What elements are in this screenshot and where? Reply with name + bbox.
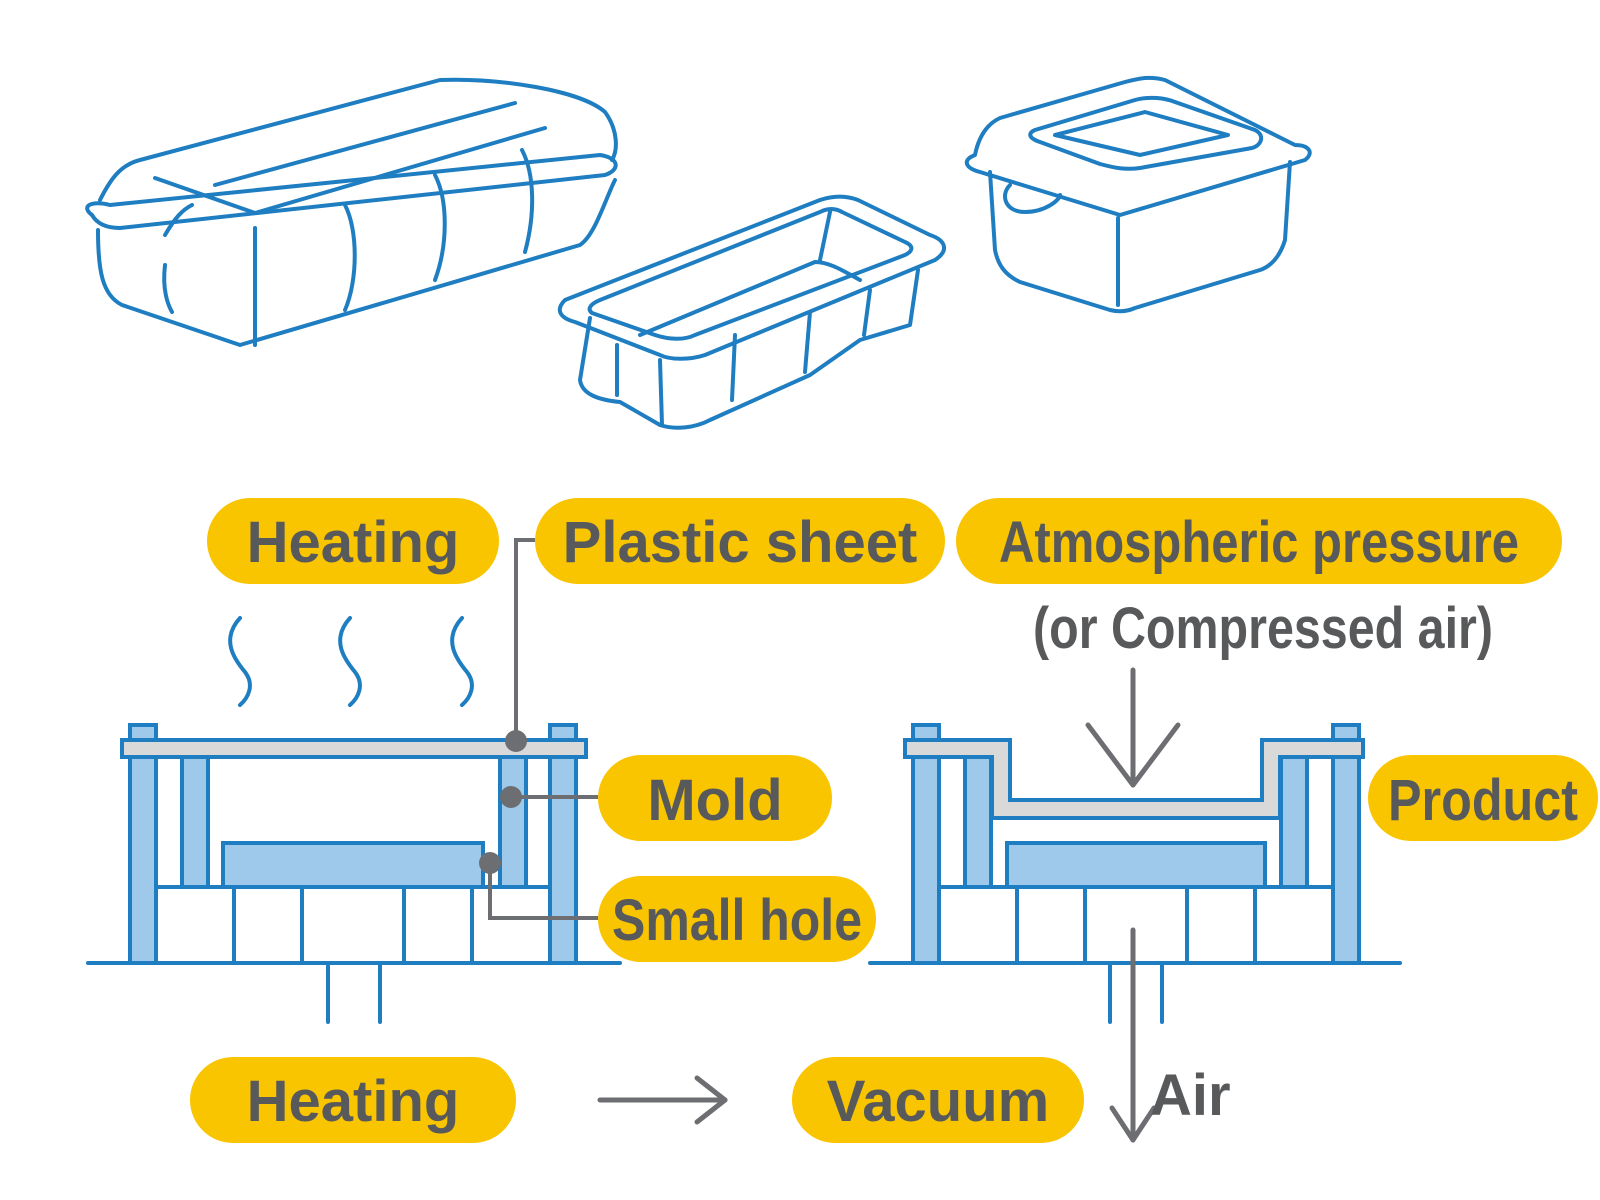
pressure-down-arrow [1085, 667, 1181, 788]
leader-lines [479, 538, 598, 920]
process-next-arrow [597, 1075, 728, 1125]
label-heating-top: Heating [207, 498, 499, 584]
mold-apparatus-heating [86, 723, 622, 1024]
label-product: Product [1368, 755, 1598, 841]
label-heating-bottom: Heating [190, 1057, 516, 1143]
mold-apparatus-vacuum [868, 723, 1402, 1024]
label-heating-bottom-text: Heating [247, 1069, 460, 1134]
air-exhaust-arrow [1109, 927, 1157, 1143]
heat-wave-icon [228, 616, 474, 707]
label-plastic-sheet-text: Plastic sheet [563, 510, 918, 575]
label-vacuum: Vacuum [792, 1057, 1084, 1143]
label-small-hole-text: Small hole [612, 888, 862, 953]
label-plastic-sheet: Plastic sheet [535, 498, 945, 584]
container-illustration-tray [557, 194, 946, 430]
label-atmospheric-pressure: Atmospheric pressure [956, 498, 1562, 584]
label-air: Air [1150, 1063, 1231, 1128]
container-illustration-large [85, 77, 618, 347]
label-vacuum-text: Vacuum [827, 1069, 1049, 1134]
container-illustration-box [964, 75, 1312, 314]
label-mold: Mold [598, 755, 832, 841]
label-atmospheric-pressure-text: Atmospheric pressure [999, 510, 1519, 575]
label-mold-text: Mold [647, 768, 782, 833]
label-small-hole: Small hole [598, 876, 876, 962]
label-product-text: Product [1388, 768, 1578, 833]
label-heating-top-text: Heating [247, 510, 460, 575]
label-compressed-air: (or Compressed air) [1033, 596, 1493, 661]
